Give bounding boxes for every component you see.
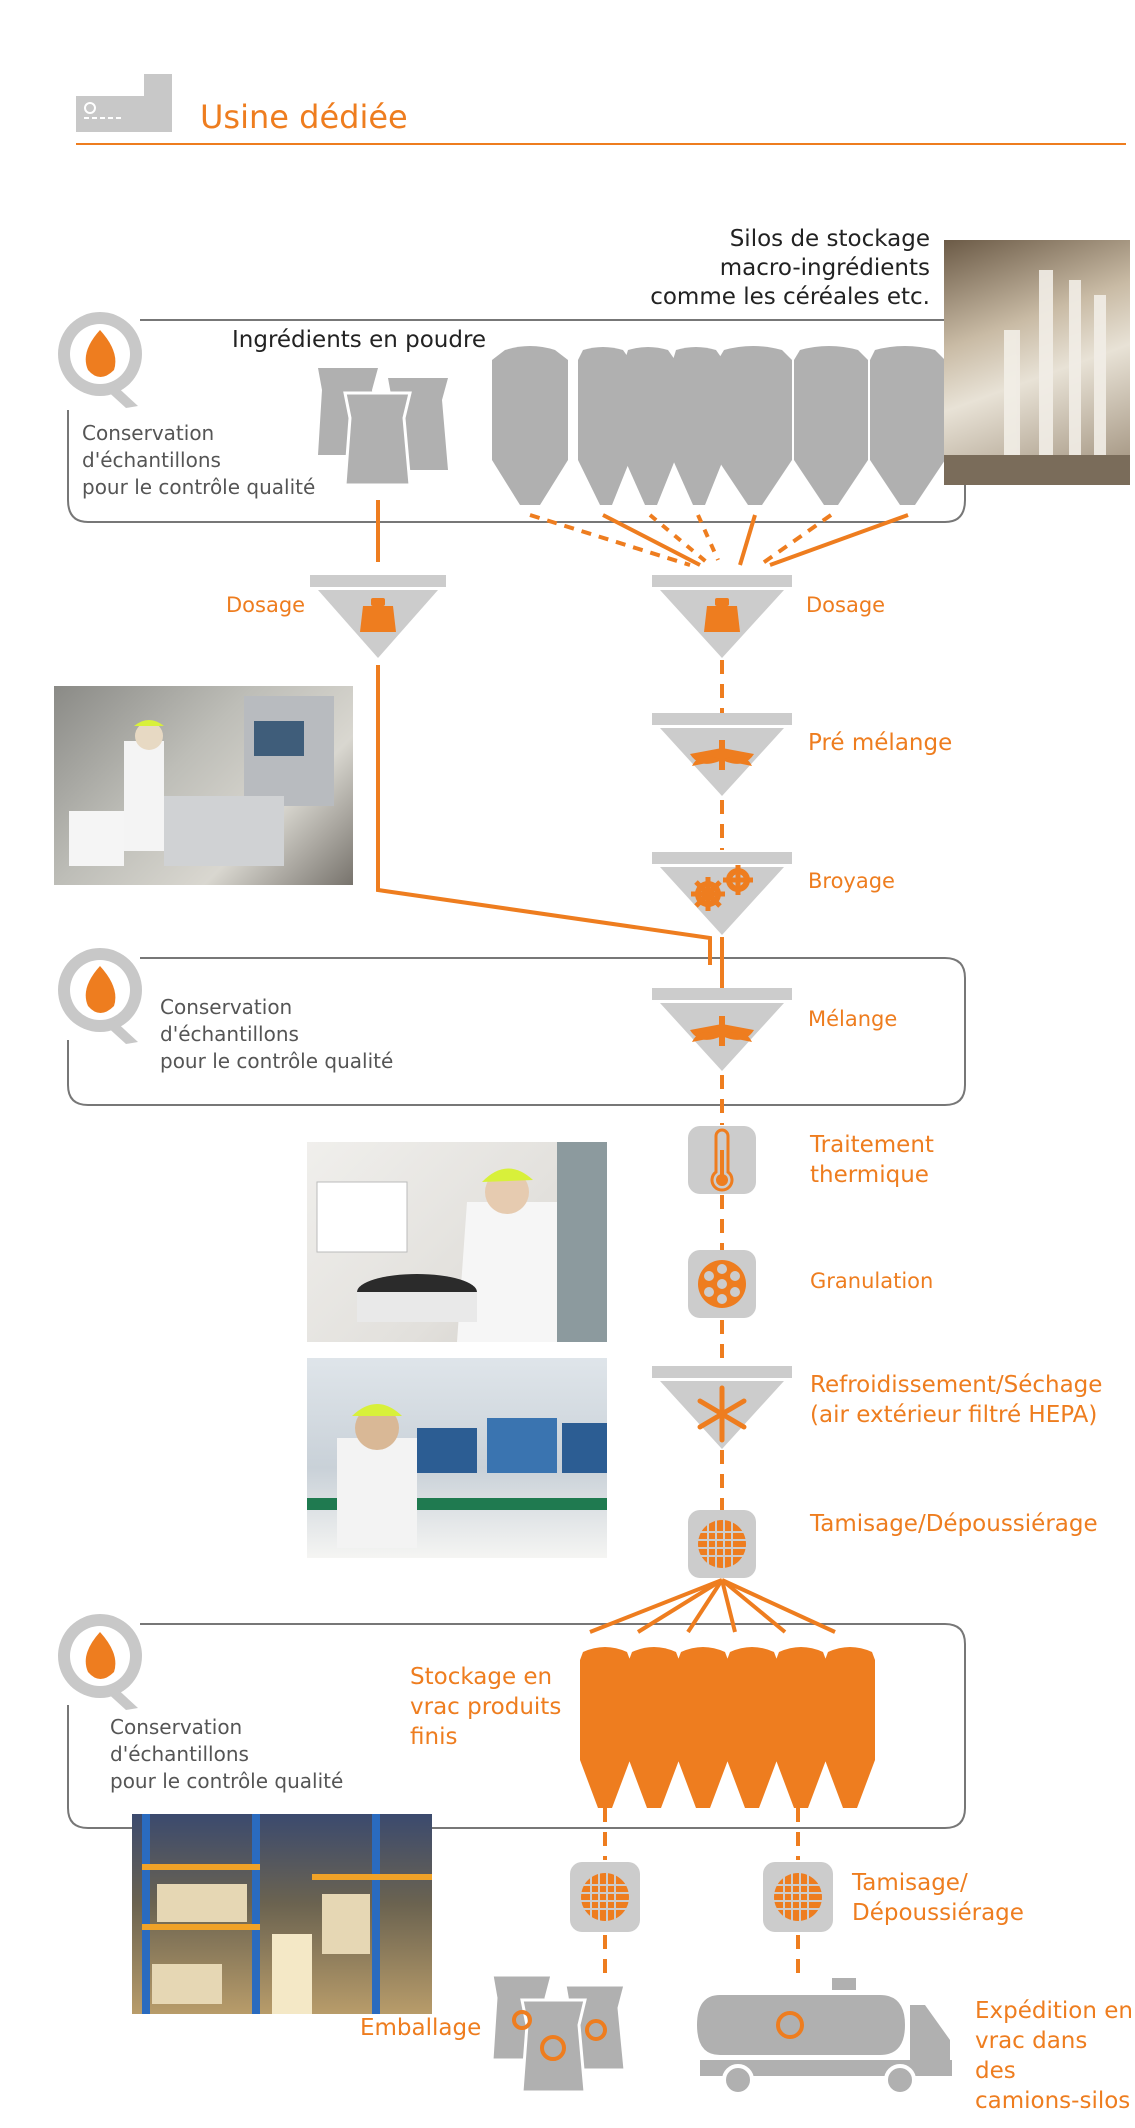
step-bulk-line3: finis [410,1724,458,1750]
quality-label-2-line3: pour le contrôle qualité [160,1049,394,1073]
step-sieving2-line2: Dépoussiérage [852,1900,1024,1926]
step-shipping-line1: Expédition en [975,1998,1133,2024]
step-thermal-line2: thermique [810,1162,929,1188]
warehouse-photo [132,1814,432,2014]
quality-label-1: Conservation d'échantillons pour le cont… [82,420,315,501]
factory-icon [76,74,172,132]
silo-room-photo [944,240,1130,485]
step-bulk-storage: Stockage en vrac produits finis [410,1662,561,1752]
step-cooling-line1: Refroidissement/Séchage [810,1372,1103,1398]
quality-label-1-line1: Conservation [82,421,215,445]
quality-label-2-line1: Conservation [160,995,293,1019]
silos-label-line3: comme les céréales etc. [650,284,930,310]
quality-label-3-line3: pour le contrôle qualité [110,1769,344,1793]
quality-label-3-line2: d'échantillons [110,1742,249,1766]
header-divider [76,143,1126,145]
page-title: Usine dédiée [200,98,408,136]
step-mixing: Mélange [808,1007,898,1031]
step-dosage-left: Dosage [226,593,306,617]
lab-sample-photo [307,1142,607,1342]
step-thermal: Traitement thermique [810,1130,934,1190]
step-grinding: Broyage [808,869,895,893]
step-dosage-right: Dosage [806,593,886,617]
step-sieving2-line1: Tamisage/ [852,1870,968,1896]
powder-label: Ingrédients en poudre [232,327,487,353]
step-shipping-line2: vrac dans des [975,2028,1088,2084]
step-cooling: Refroidissement/Séchage (air extérieur f… [810,1370,1102,1430]
quality-label-3: Conservation d'échantillons pour le cont… [110,1714,343,1795]
quality-label-1-line2: d'échantillons [82,448,221,472]
silos-label-line1: Silos de stockage [729,226,930,252]
step-bulk-line1: Stockage en [410,1664,553,1690]
operator-dosing-photo [54,686,353,885]
silos-label: Silos de stockage macro-ingrédients comm… [640,225,930,312]
silos-label-line2: macro-ingrédients [719,255,930,281]
control-room-photo [307,1358,607,1558]
step-thermal-line1: Traitement [810,1132,934,1158]
step-shipping: Expédition en vrac dans des camions-silo… [975,1996,1135,2116]
quality-label-1-line3: pour le contrôle qualité [82,475,316,499]
quality-label-3-line1: Conservation [110,1715,243,1739]
step-bulk-line2: vrac produits [410,1694,562,1720]
step-premix: Pré mélange [808,730,953,756]
step-sieving: Tamisage/Dépoussiérage [810,1511,1098,1537]
step-sieving-2: Tamisage/ Dépoussiérage [852,1868,1024,1928]
quality-label-2-line2: d'échantillons [160,1022,299,1046]
step-pelleting: Granulation [810,1269,934,1293]
step-cooling-line2: (air extérieur filtré HEPA) [810,1402,1098,1428]
step-shipping-line3: camions-silos [975,2088,1131,2114]
step-packaging: Emballage [360,2015,482,2041]
quality-label-2: Conservation d'échantillons pour le cont… [160,994,393,1075]
